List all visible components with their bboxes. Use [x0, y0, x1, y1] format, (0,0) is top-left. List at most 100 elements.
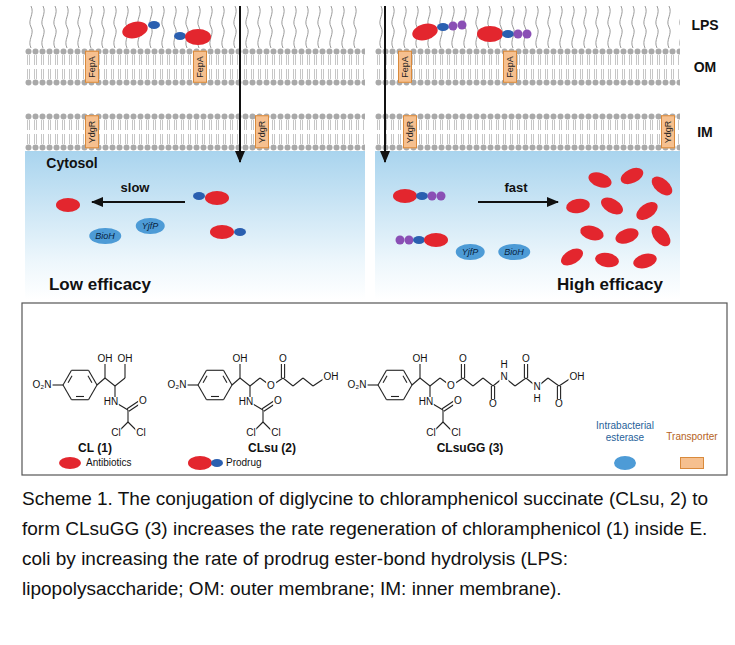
node-text: YjfP [142, 221, 159, 231]
atom-label: O [488, 399, 498, 409]
bond [284, 362, 285, 378]
legend-text: Antibiotics [86, 457, 132, 469]
bond [211, 396, 219, 397]
atom-label: Cl [270, 428, 281, 438]
esterase-enzyme: BioH [498, 244, 530, 260]
bond [463, 378, 473, 386]
bond [239, 363, 240, 378]
bond [240, 378, 250, 386]
bond [404, 370, 413, 385]
bond [203, 376, 207, 383]
bond [420, 378, 430, 386]
lps-layer [375, 6, 680, 48]
bond [115, 378, 125, 386]
bond [383, 376, 387, 383]
bond [68, 376, 72, 383]
node-text: YjfP [462, 247, 479, 257]
bond [387, 370, 404, 371]
arrows [92, 6, 558, 202]
atom-label: O [446, 381, 456, 391]
legend-text: Transporter [652, 431, 732, 443]
bond [105, 378, 115, 386]
legend-text: Prodrug [226, 457, 262, 469]
atom-label: O [521, 354, 531, 364]
bond [207, 370, 224, 371]
bond [250, 378, 260, 386]
bond [232, 378, 240, 385]
atom-label: Cl [425, 428, 436, 438]
bond [187, 384, 198, 385]
atom-label: H [532, 394, 541, 404]
compound-label: CLsu (2) [248, 442, 296, 456]
bond [303, 378, 313, 386]
atom-label: OH [412, 354, 429, 364]
panel-label: Cytosol [46, 155, 97, 171]
transporter: FepA [85, 51, 99, 83]
outer-membrane [375, 48, 680, 86]
atom-label: OH [117, 354, 134, 364]
atom-label: HN [418, 397, 434, 407]
bond [378, 370, 387, 385]
bond [124, 363, 125, 378]
bond [89, 385, 98, 400]
atom-label: O₂N [347, 380, 368, 390]
bond [281, 362, 282, 378]
panel-label: OM [694, 59, 717, 75]
transporter: FepA [193, 51, 207, 83]
bond [63, 370, 72, 385]
node-text: BioH [95, 231, 115, 241]
bond [419, 363, 420, 378]
transporter: YdgR [255, 116, 269, 149]
bond [461, 362, 462, 378]
panel-label: fast [504, 181, 527, 196]
structure-panel [22, 303, 727, 475]
node-text: YdgR [257, 121, 267, 144]
inner-membrane [25, 113, 365, 151]
bond [412, 378, 420, 385]
atom-label: Cl [450, 428, 461, 438]
node-text: FepA [505, 56, 515, 78]
bond [430, 378, 440, 386]
bond [378, 385, 387, 400]
panel-label: slow [121, 181, 150, 196]
bond [118, 404, 128, 410]
bond [224, 385, 233, 400]
atom-label: O [453, 396, 463, 406]
bond [391, 396, 399, 397]
atom-label: OH [569, 372, 586, 382]
compound-label: CLsuGG (3) [437, 442, 504, 456]
legend-swatch [614, 456, 636, 470]
atom-label: OH [323, 372, 340, 382]
bond [442, 410, 443, 422]
atom-label: O [266, 381, 276, 391]
bond [483, 378, 493, 386]
caption: Scheme 1. The conjugation of diglycine t… [22, 484, 722, 604]
panel-label: High efficacy [557, 275, 663, 295]
cytosol [25, 151, 365, 300]
transporter: YdgR [403, 116, 417, 149]
bond [223, 376, 227, 383]
atom-label: OH [97, 354, 114, 364]
bond [224, 370, 233, 385]
transporter: FepA [503, 51, 517, 83]
bond [548, 378, 559, 386]
node-text: BioH [504, 247, 524, 257]
bond [127, 410, 128, 422]
atom-label: O [138, 396, 148, 406]
bond [367, 384, 378, 385]
node-text: YdgR [663, 121, 673, 144]
bond [403, 376, 407, 383]
node-text: FepA [400, 56, 410, 78]
legend-swatch [59, 457, 81, 469]
bond [104, 363, 105, 378]
bond [253, 404, 263, 410]
bond [524, 362, 525, 378]
bond [72, 399, 89, 400]
bond [404, 385, 413, 400]
bond [515, 378, 526, 386]
atom-label: O₂N [167, 380, 188, 390]
node-text: FepA [195, 56, 205, 78]
atom-label: N [499, 372, 508, 382]
panel-label: IM [697, 124, 713, 140]
